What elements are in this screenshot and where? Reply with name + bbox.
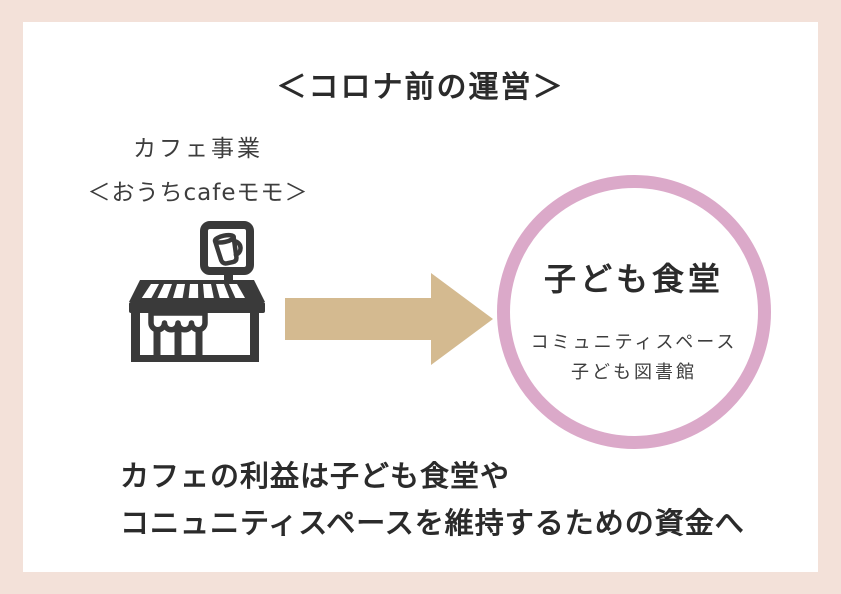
kodomo-shokudo-circle: 子ども食堂 コミュニティスペース 子ども図書館 — [497, 175, 771, 449]
circle-children-library: 子ども図書館 — [571, 362, 697, 383]
valance-shape — [148, 310, 208, 333]
cafe-business-name: カフェ事業 — [133, 136, 263, 162]
cafe-sign-frame — [200, 221, 254, 275]
profit-note: カフェの利益は子ども食堂や コニュニティスペースを維持するための資金へ — [120, 453, 820, 547]
right-arrow-icon — [285, 273, 493, 365]
content-area: ＜コロナ前の運営＞ カフェ事業 ＜おうちcafeモモ＞ — [23, 22, 818, 572]
awning-stripes — [141, 284, 245, 298]
storefront-cafe-icon — [129, 221, 265, 362]
cafe-shop-name: ＜おうちcafeモモ＞ — [87, 180, 309, 206]
profit-note-line1: カフェの利益は子ども食堂や — [120, 459, 511, 493]
cafe-business-label: カフェ事業 ＜おうちcafeモモ＞ — [63, 134, 333, 207]
profit-note-line2: コニュニティスペースを維持するための資金へ — [120, 506, 745, 540]
circle-community-space: コミュニティスペース — [530, 332, 738, 353]
diagram-title: ＜コロナ前の運営＞ — [276, 70, 565, 105]
coffee-cup-glyph — [212, 232, 243, 266]
circle-heading: 子ども食堂 — [543, 260, 724, 298]
